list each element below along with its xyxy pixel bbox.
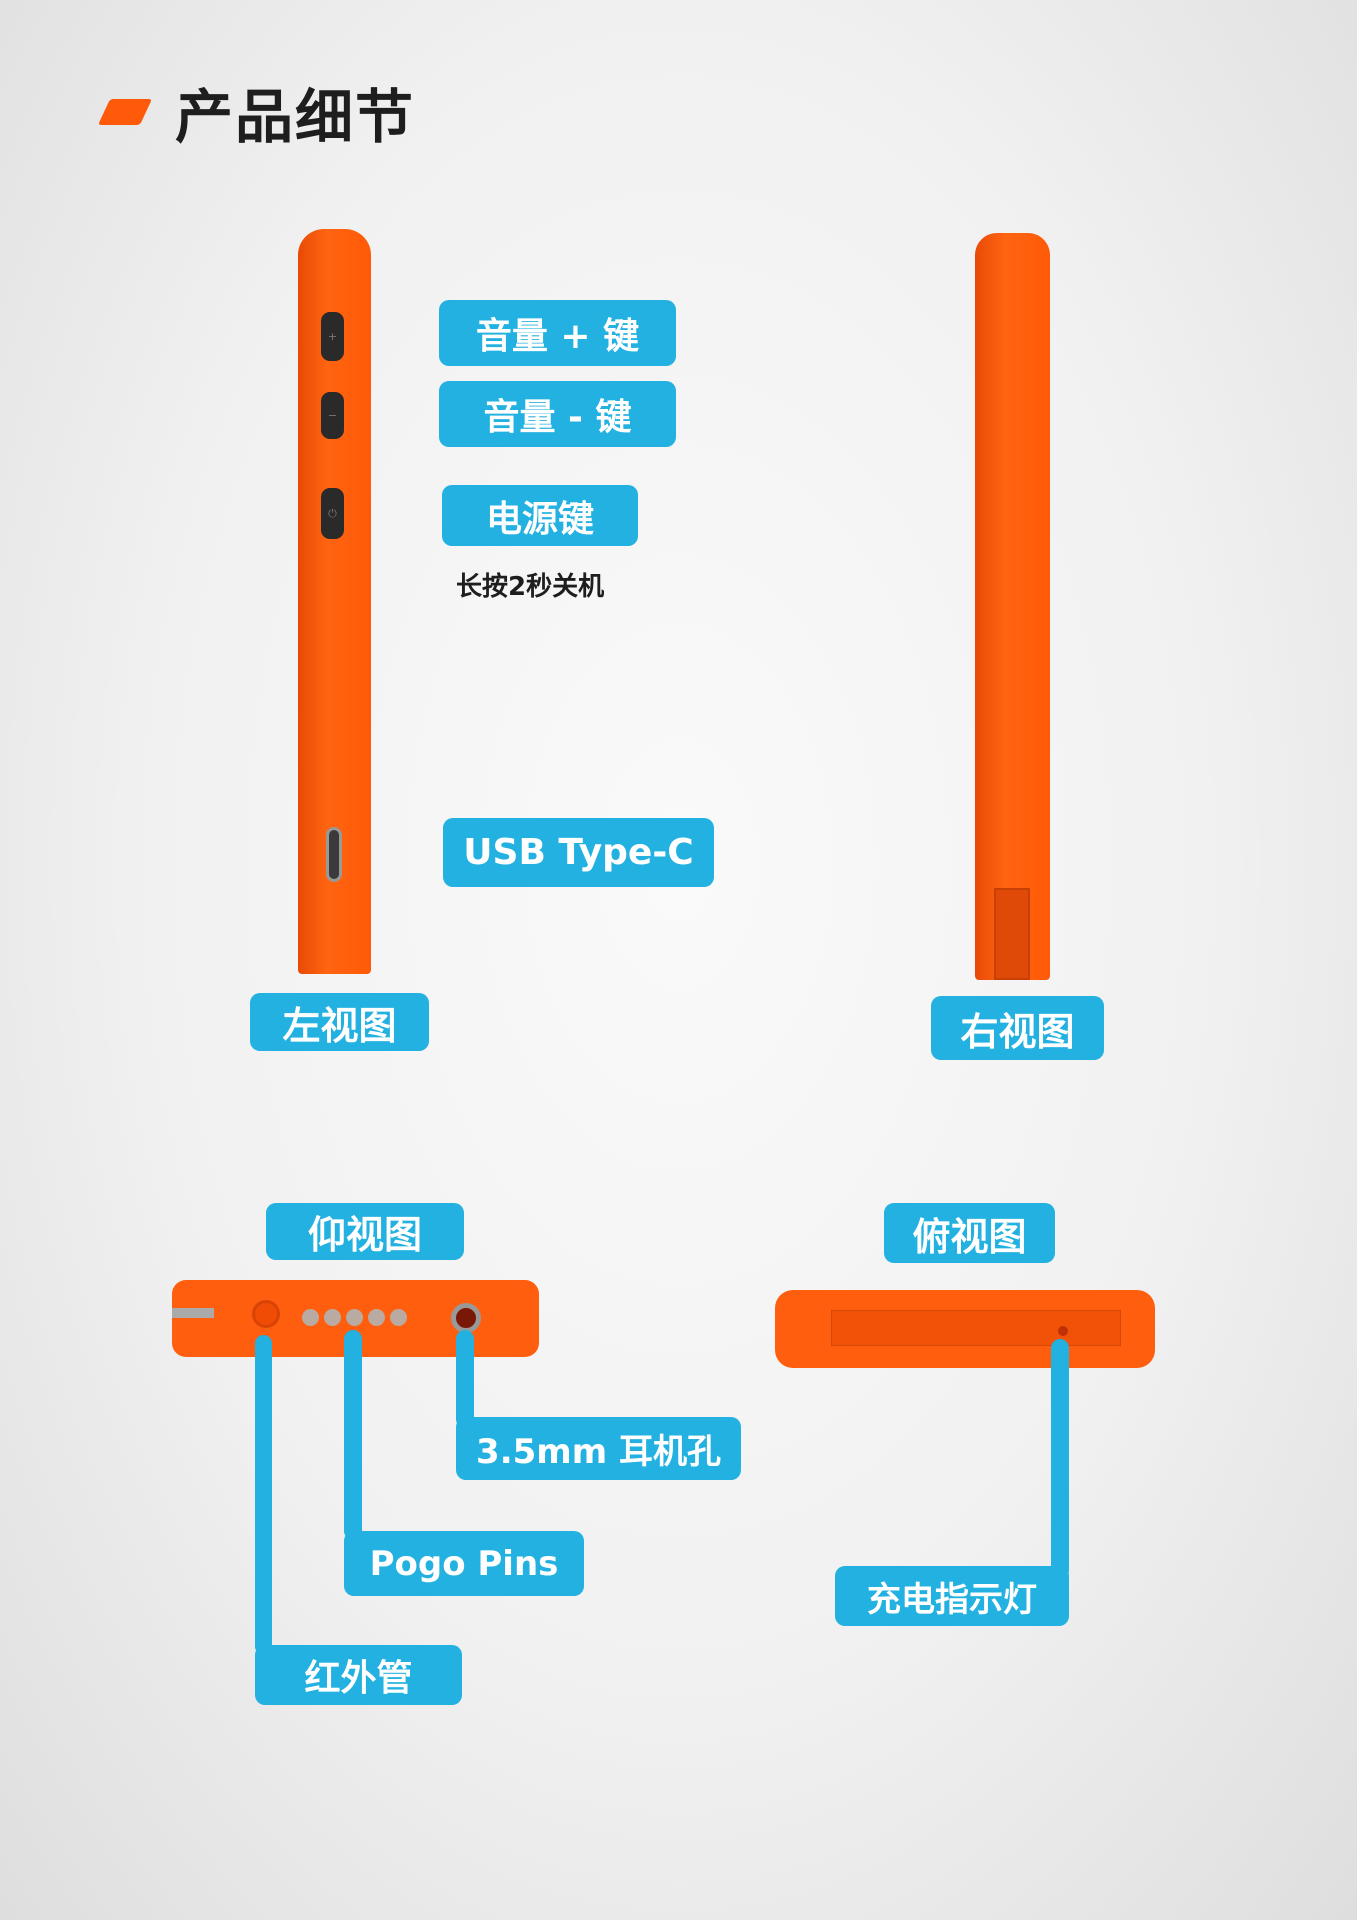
device-right-view [975,233,1050,980]
ir-window-icon [252,1300,280,1328]
label-charge-led: 充电指示灯 [835,1566,1069,1626]
label-bottom-view: 仰视图 [266,1203,464,1260]
label-usb-type-c: USB Type-C [443,818,714,887]
volume-up-button-icon: + [321,312,344,361]
headphone-jack-icon [451,1303,481,1333]
device-left-view: + − ⏻ [298,229,371,974]
label-pogo-pins: Pogo Pins [344,1531,584,1596]
label-headphone-jack: 3.5mm 耳机孔 [456,1417,741,1480]
label-volume-down: 音量 - 键 [439,381,676,447]
label-top-view: 俯视图 [884,1203,1055,1263]
label-left-view: 左视图 [250,993,429,1051]
page-title: 产品细节 [175,83,416,151]
volume-down-button-icon: − [321,392,344,439]
power-note: 长按2秒关机 [456,572,605,602]
title-mark-icon [97,99,153,125]
label-volume-up: 音量 + 键 [439,300,676,366]
charge-led-icon [1058,1326,1068,1336]
device-top-view [775,1290,1155,1368]
label-ir: 红外管 [255,1645,462,1705]
usb-port-icon [326,827,342,882]
label-power: 电源键 [442,485,638,546]
power-button-icon: ⏻ [321,488,344,539]
label-right-view: 右视图 [931,996,1104,1060]
